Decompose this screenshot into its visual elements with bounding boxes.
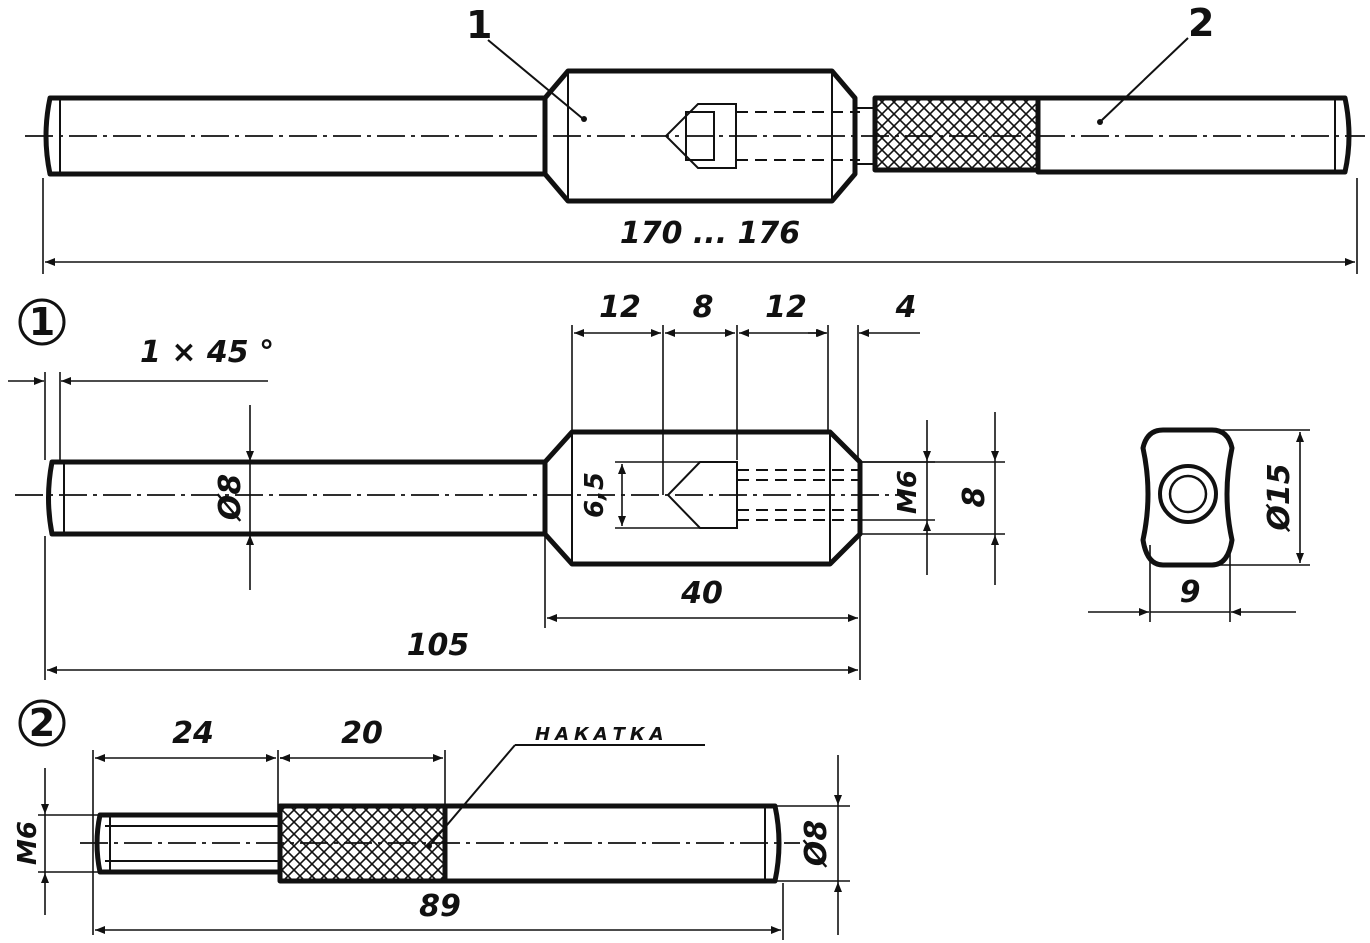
shaft-diameter-dimension: Ø8	[213, 405, 254, 590]
block-top-dimensions: 12 8 12 4	[571, 290, 920, 495]
dim-8-center: 8	[693, 290, 714, 325]
callout-1: 1	[466, 3, 587, 122]
block-length-dimension: 40	[544, 536, 861, 680]
part2-thread-dimension: M6	[13, 768, 98, 915]
part2-marker-label: 2	[29, 701, 55, 745]
thread-m6-dimension: M6	[860, 420, 935, 575]
thread-m6-label: M6	[893, 470, 923, 514]
part2-total-length-label: 89	[419, 889, 461, 924]
end-height-label: 8	[957, 487, 992, 508]
thread-length-dimension: 24	[92, 716, 279, 935]
dim-12-right: 12	[765, 290, 807, 325]
part2-total-length-dimension: 89	[95, 883, 784, 940]
assembly-view: 1 2 170 ... 176	[25, 1, 1365, 274]
callout-2: 2	[1097, 1, 1214, 125]
knurl-length-dimension: 20	[280, 716, 446, 805]
part2-diameter-dimension: Ø8	[777, 755, 850, 935]
knurl-note-label: НАКАТКА	[535, 724, 669, 745]
dim-12-left: 12	[599, 290, 641, 325]
dim-4: 4	[895, 290, 917, 325]
thread-length-label: 24	[172, 716, 214, 751]
part2-marker: 2	[18, 699, 66, 747]
end-height-dimension: 8	[862, 412, 1005, 585]
part2-diameter-label: Ø8	[799, 820, 834, 868]
part1-marker: 1	[18, 298, 66, 346]
part1-view: 1 1 × 45 °	[8, 290, 1310, 680]
knurl-length-label: 20	[341, 716, 383, 751]
block-length-label: 40	[680, 576, 723, 611]
part2-view: 2 24 20	[13, 699, 850, 940]
chamfer-label: 1 × 45 °	[140, 335, 274, 370]
end-view-width-label: 9	[1180, 575, 1201, 610]
bore-width-dimension: 6,5	[580, 461, 700, 529]
overall-length-dimension: 170 ... 176	[42, 178, 1358, 274]
end-view-diameter-label: Ø15	[1262, 463, 1297, 532]
assembly-screw-2	[854, 95, 1352, 175]
callout-2-label: 2	[1188, 1, 1214, 45]
part1-marker-label: 1	[29, 300, 55, 344]
part2-thread-label: M6	[13, 821, 43, 865]
shaft-diameter-label: Ø8	[213, 474, 248, 522]
part1-total-length-label: 105	[407, 628, 470, 663]
part1-end-view: Ø15 9	[1088, 427, 1310, 622]
part1-total-length-dimension: 105	[44, 536, 858, 680]
chamfer-dimension: 1 × 45 °	[8, 335, 274, 460]
bore-width-label: 6,5	[580, 472, 610, 518]
part1-shaft	[46, 459, 548, 537]
callout-1-label: 1	[466, 3, 492, 47]
overall-length-label: 170 ... 176	[620, 216, 800, 251]
knurl-note: НАКАТКА	[426, 724, 705, 849]
